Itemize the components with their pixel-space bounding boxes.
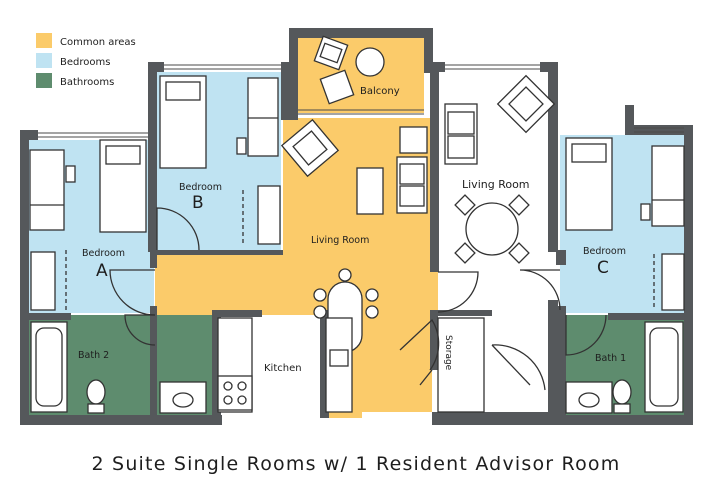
label-kitchen: Kitchen <box>264 363 302 374</box>
balcony-table <box>355 47 385 77</box>
label-living-room-main: Living Room <box>311 235 369 246</box>
legend-swatch-bedrooms <box>36 53 52 68</box>
label-bedroom-c-name: Bedroom <box>583 246 626 257</box>
toilet-2 <box>86 379 106 405</box>
legend: Common areas Bedrooms Bathrooms <box>36 33 136 88</box>
label-living-room-ra: Living Room <box>462 178 530 191</box>
wardrobe-a <box>30 251 56 311</box>
label-bedroom-b-name: Bedroom <box>179 182 222 193</box>
legend-swatch-common-areas <box>36 33 52 48</box>
label-bedroom-a-letter: A <box>96 261 108 281</box>
ra-living-furniture <box>437 74 556 413</box>
balcony-area <box>298 38 424 113</box>
windows <box>38 64 684 138</box>
walls <box>20 28 693 425</box>
stove <box>217 375 253 411</box>
legend-label-bathrooms: Bathrooms <box>60 77 114 88</box>
desk-a <box>29 149 65 231</box>
living-room-furniture <box>280 118 428 353</box>
coffee-table <box>356 167 384 215</box>
balcony-chair-2 <box>319 69 355 105</box>
label-bedroom-b-letter: B <box>192 193 204 213</box>
legend-swatch-bathrooms <box>36 73 52 88</box>
tv-stand <box>399 126 428 154</box>
label-storage: Storage <box>443 335 453 371</box>
kitchen-furniture <box>217 317 353 413</box>
bedroom-a-furniture <box>29 139 147 311</box>
wardrobe-b <box>257 185 281 245</box>
ra-desk <box>437 317 485 413</box>
desk-b <box>247 77 279 157</box>
toilet-1 <box>612 379 632 405</box>
doors <box>109 207 607 391</box>
label-bedroom-a-name: Bedroom <box>82 248 125 259</box>
legend-label-common-areas: Common areas <box>60 37 136 48</box>
label-bedroom-c-letter: C <box>597 258 609 278</box>
balcony-furniture <box>313 35 385 105</box>
bedroom-b-furniture <box>159 75 281 245</box>
legend-label-bedrooms: Bedrooms <box>60 57 110 68</box>
bathroom-fixtures <box>30 321 684 414</box>
wardrobe-c <box>661 253 685 311</box>
floor-plan-caption: 2 Suite Single Rooms w/ 1 Resident Advis… <box>92 453 621 475</box>
label-bath-2: Bath 2 <box>78 350 109 361</box>
ra-dining-table <box>465 202 519 256</box>
label-bath-1: Bath 1 <box>595 353 626 364</box>
desk-c <box>651 145 685 227</box>
bedroom-c-furniture <box>565 137 685 311</box>
label-balcony: Balcony <box>360 86 400 97</box>
room-labels: Balcony Bedroom B Bedroom A Bedroom C Li… <box>78 86 626 374</box>
